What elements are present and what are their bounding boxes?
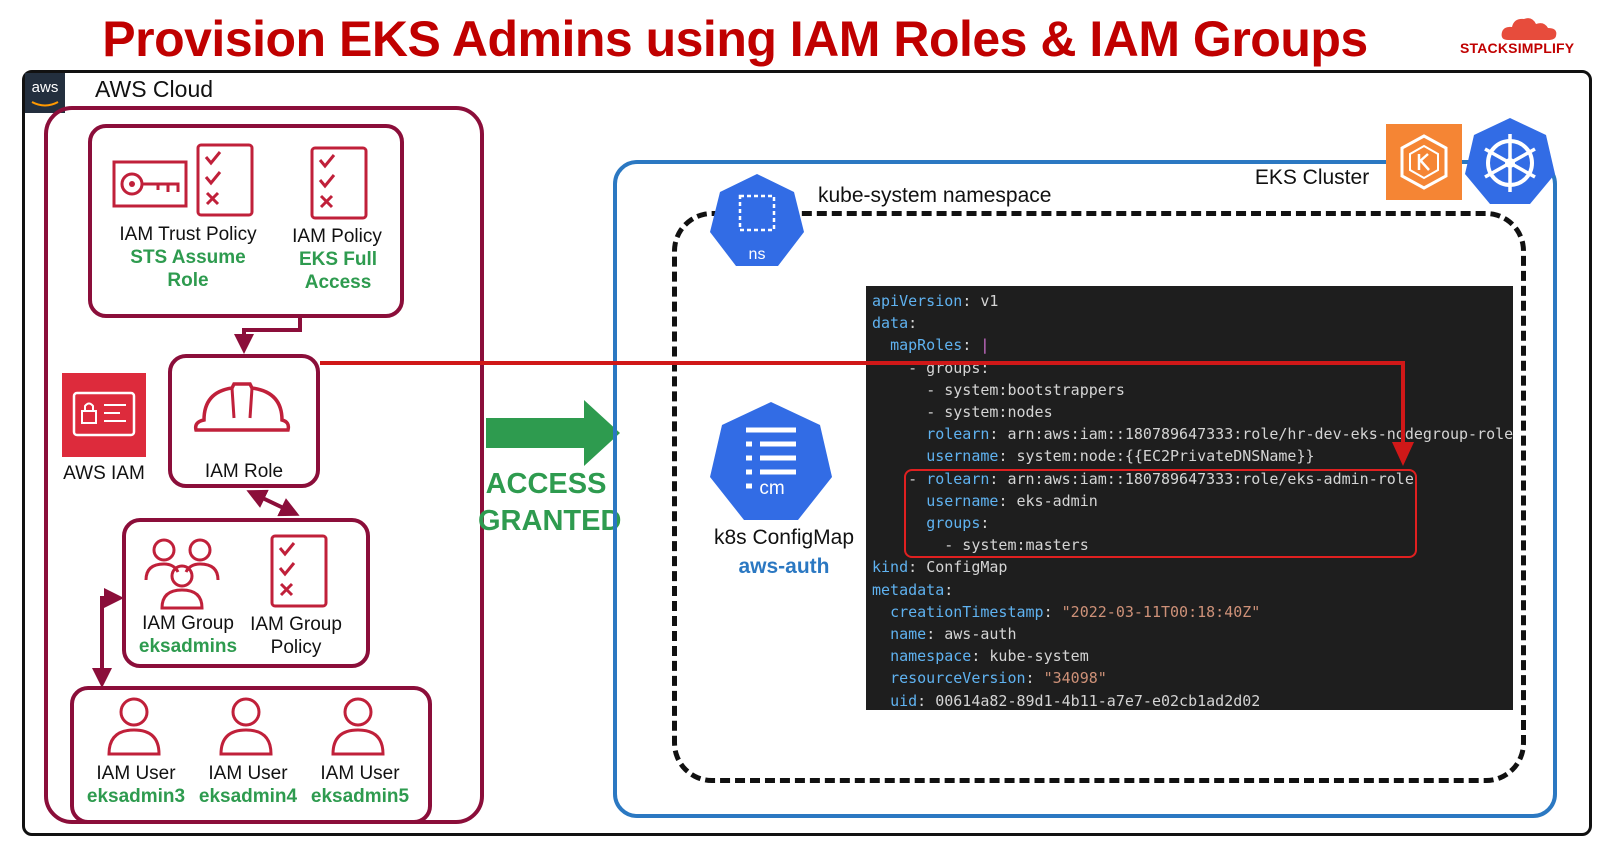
namespace-frame [672, 211, 1526, 783]
group-users-arrow [92, 588, 124, 688]
access-granted-label: ACCESS GRANTED [478, 466, 622, 540]
iam-user-label: IAM User [96, 763, 176, 784]
configmap-icon [710, 402, 832, 520]
group-policy-icon [270, 534, 328, 608]
group-icon [144, 538, 220, 610]
access-granted-line2: GRANTED [478, 505, 622, 537]
policy-checklist-icon [310, 146, 368, 220]
iam-user-name: eksadmin4 [198, 786, 298, 807]
configmap-label: k8s ConfigMap [713, 526, 855, 549]
aws-smile-icon [31, 101, 59, 107]
iam-group-name: eksadmins [138, 636, 238, 657]
aws-cloud-label: AWS Cloud [95, 76, 214, 102]
page-title: Provision EKS Admins using IAM Roles & I… [102, 11, 1368, 67]
configmap-name: aws-auth [738, 555, 830, 578]
aws-logo-text: aws [31, 79, 59, 96]
admin-role-highlight-box [904, 469, 1417, 558]
aws-iam-label: AWS IAM [63, 463, 145, 484]
iam-users-box [70, 686, 432, 824]
iam-user-label: IAM User [320, 763, 400, 784]
iam-group-label: IAM Group [142, 613, 234, 634]
iam-user-label: IAM User [208, 763, 288, 784]
iam-user-name: eksadmin3 [86, 786, 186, 807]
kubernetes-icon [1465, 118, 1555, 204]
iam-user-name: eksadmin5 [310, 786, 410, 807]
configmap-icon-text: cm [759, 478, 785, 499]
access-granted-arrow-icon [486, 400, 620, 466]
trust-policy-detail: STS Assume Role [130, 247, 246, 291]
namespace-label: kube-system namespace [818, 184, 1052, 207]
trust-policy-label: IAM Trust Policy [119, 224, 257, 245]
iam-role-label: IAM Role [204, 461, 284, 482]
iam-policy-label: IAM Policy [292, 226, 382, 247]
iam-policy-detail: EKS Full Access [298, 249, 378, 293]
user-icon [219, 697, 273, 756]
eks-cluster-frame [613, 160, 1557, 818]
access-granted-line1: ACCESS [485, 468, 607, 500]
aws-iam-icon [62, 373, 146, 457]
role-group-arrow [246, 489, 300, 517]
namespace-icon [710, 174, 804, 266]
user-icon [107, 697, 161, 756]
iam-arrows [92, 318, 302, 688]
cloud-logo-icon [1501, 18, 1557, 40]
aws-logo-icon: aws [25, 73, 65, 113]
aws-cloud-frame [22, 70, 1592, 836]
user-icon [331, 697, 385, 756]
policies-to-role-arrow [234, 318, 302, 354]
policies-box [88, 124, 404, 318]
iam-group-policy-label: IAM Group Policy [250, 614, 342, 658]
checklist-icon [196, 143, 254, 217]
brand-logo-text: STACKSIMPLIFY [1460, 40, 1575, 56]
iam-group-box [122, 518, 370, 668]
hard-hat-icon [193, 382, 291, 432]
eks-service-icon [1386, 124, 1462, 200]
iam-role-box [168, 354, 320, 488]
eks-cluster-label: EKS Cluster [1254, 166, 1370, 189]
key-icon [112, 160, 188, 208]
namespace-icon-text: ns [748, 246, 766, 263]
